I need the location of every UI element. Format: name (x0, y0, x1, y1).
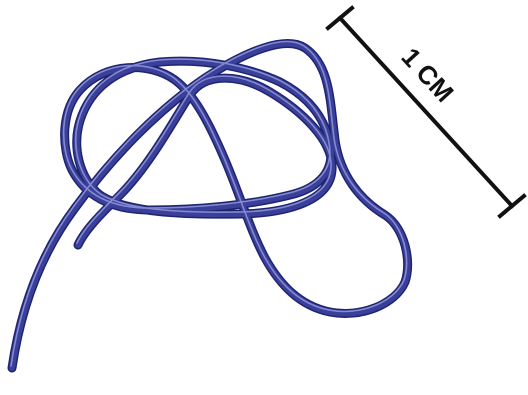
scale-bar-label: 1 CM (396, 42, 460, 108)
scale-bar-line (340, 18, 512, 206)
rope-knot (11, 42, 408, 368)
